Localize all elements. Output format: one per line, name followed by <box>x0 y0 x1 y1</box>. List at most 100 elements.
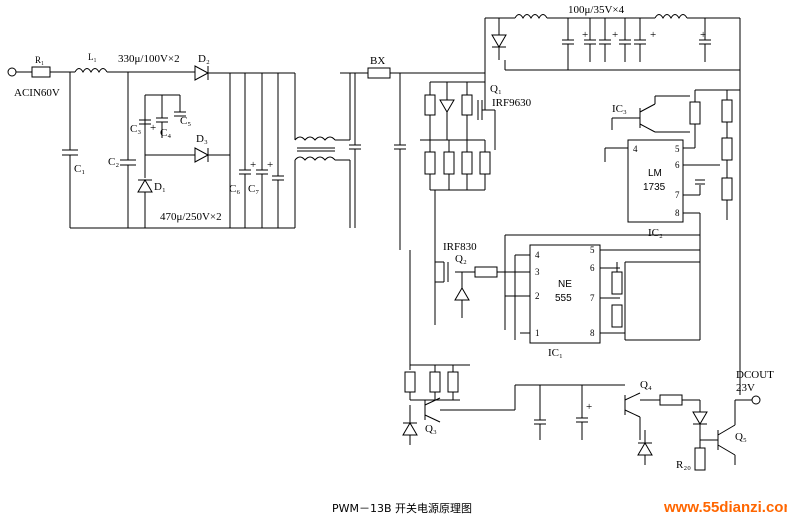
out-cap-plus-4: + <box>700 29 706 41</box>
ic2-lm1735 <box>627 139 684 223</box>
c5-label: C₅ <box>180 115 191 127</box>
ic1-timer-section <box>435 234 701 344</box>
input-section <box>7 65 350 229</box>
timing-resistor-2 <box>611 304 623 328</box>
r20-resistor <box>694 447 706 471</box>
watermark: www.55dianzi.com <box>663 499 787 516</box>
gate-resistor-2 <box>443 151 455 175</box>
ne-pin6: 6 <box>590 263 595 273</box>
q5-diode <box>692 411 708 425</box>
feedback-resistor-2 <box>721 177 733 201</box>
bias-resistor-2 <box>461 94 473 116</box>
c3-label: C₃ <box>130 123 141 135</box>
q2-gate-resistor <box>474 266 498 278</box>
q2-label: Q₂ <box>455 253 467 265</box>
feedback-pot <box>721 137 733 161</box>
r20-label: R₂₀ <box>676 459 691 471</box>
ne-pin8: 8 <box>590 328 595 338</box>
ne-text-1: NE <box>558 279 572 290</box>
q3-resistor-1 <box>404 371 416 393</box>
dcout-label: DCOUT <box>736 369 774 381</box>
ic3-label: IC₃ <box>612 103 627 115</box>
r1-resistor <box>31 66 51 78</box>
irf9630-label: IRF9630 <box>492 97 532 109</box>
lm-pin7: 7 <box>675 190 680 200</box>
lm-pin6: 6 <box>675 160 680 170</box>
cap-rating-bottom: 470μ/250V×2 <box>160 211 222 223</box>
freewheel-diode <box>491 34 507 48</box>
q3-label: Q₃ <box>425 423 437 435</box>
dcout-terminal <box>751 395 761 405</box>
lm-pin5: 5 <box>675 144 680 154</box>
output-filter-section <box>485 14 741 395</box>
q3-resistor-2 <box>429 371 441 393</box>
q1-label: Q₁ <box>490 83 502 95</box>
dcout-voltage: 23V <box>736 382 755 394</box>
ne-pin2: 2 <box>535 291 540 301</box>
r1-label: R₁ <box>35 55 44 65</box>
ic1-label: IC₁ <box>548 347 563 359</box>
ic3-resistor <box>689 101 701 125</box>
output-caps-label: 100μ/35V×4 <box>568 4 625 16</box>
lm-text-2: 1735 <box>643 182 666 193</box>
d3-label: D₃ <box>196 133 208 145</box>
bias-resistor-1 <box>424 94 436 116</box>
c4-label: C₄ <box>160 127 171 139</box>
bx-fuse <box>367 67 391 79</box>
gate-resistor-3 <box>461 151 473 175</box>
c2-label: C₂ <box>108 156 119 168</box>
d3-diode <box>194 147 210 163</box>
ne-pin4: 4 <box>535 250 540 260</box>
control-output-section <box>402 250 761 471</box>
c6-plus: + <box>250 159 256 171</box>
bx-label: BX <box>370 55 385 67</box>
lm-pin4: 4 <box>633 144 638 154</box>
d2-diode <box>194 65 210 81</box>
q4-resistor <box>659 394 683 406</box>
acin-label: ACIN60V <box>14 87 60 99</box>
bias-zener <box>439 99 455 113</box>
ic2-label: IC₂ <box>648 227 663 239</box>
q5-label: Q₅ <box>735 431 747 443</box>
output-inductor-2 <box>654 14 688 20</box>
q3-zener <box>402 422 418 436</box>
diagram-caption: PWM－13B 开关电源原理图 <box>332 501 472 515</box>
q4-label: Q₄ <box>640 379 652 391</box>
d1-diode <box>137 179 153 193</box>
cap-rating-top: 330μ/100V×2 <box>118 53 180 65</box>
ic1-ne555 <box>529 244 601 344</box>
ne-text-2: 555 <box>555 293 572 304</box>
ne-pin3: 3 <box>535 267 540 277</box>
d1-label: D₁ <box>154 181 166 193</box>
out-cap-plus-2: + <box>612 29 618 41</box>
ne-pin1: 1 <box>535 328 540 338</box>
q3-resistor-3 <box>447 371 459 393</box>
acin-terminal <box>7 67 17 77</box>
irf830-label: IRF830 <box>443 241 477 253</box>
lm-pin8: 8 <box>675 208 680 218</box>
feedback-resistor-1 <box>721 99 733 123</box>
l1-label: L₁ <box>88 52 97 62</box>
ne-pin5: 5 <box>590 245 595 255</box>
out-cap-plus-3: + <box>650 29 656 41</box>
ic3-transistor <box>639 103 656 113</box>
d2-label: D₂ <box>198 53 210 65</box>
lm-text-1: LM <box>648 168 662 179</box>
c3-plus: + <box>150 122 156 134</box>
q2-zener <box>454 287 470 301</box>
c1-label: C₁ <box>74 163 85 175</box>
ne-pin7: 7 <box>590 293 595 303</box>
l1-inductor <box>74 68 108 74</box>
primary-switch-section <box>340 18 507 325</box>
ic2-regulator-section <box>604 89 740 250</box>
c7-plus: + <box>267 159 273 171</box>
gate-resistor-1 <box>424 151 436 175</box>
input-transformer <box>294 136 336 141</box>
q4-cap-plus: + <box>586 401 592 413</box>
gate-resistor-4 <box>479 151 491 175</box>
out-cap-plus-1: + <box>582 29 588 41</box>
timing-resistor-1 <box>611 271 623 295</box>
c6-label: C₆ <box>229 183 240 195</box>
q4-zener <box>637 442 653 456</box>
